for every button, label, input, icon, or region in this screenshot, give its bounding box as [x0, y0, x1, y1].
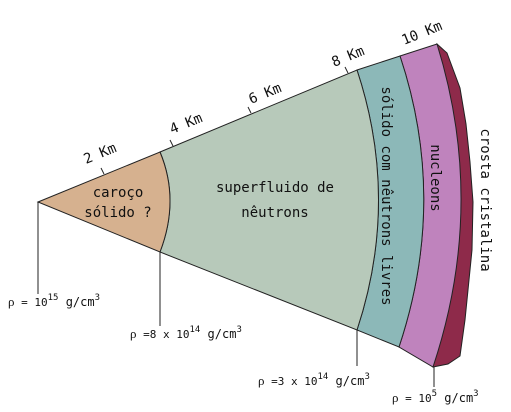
distance-label-4km: 4 Km: [168, 110, 205, 137]
superfluid-layer: [159, 69, 379, 331]
core-label-line2: sólido ?: [84, 205, 151, 221]
distance-label-2km: 2 Km: [82, 140, 119, 167]
density-label-surface: ρ = 105 g/cm3: [392, 389, 479, 405]
distance-label-8km: 8 Km: [330, 43, 367, 70]
core-layer: [36, 151, 171, 253]
nucleons-label: nucleons: [427, 144, 443, 211]
crust-label: crosta cristalina: [477, 128, 493, 271]
superfluid-label-line2: nêutrons: [241, 205, 308, 221]
solid-neutrons-label: sólido com nêutrons livres: [378, 86, 394, 305]
density-label-neutron-drip: ρ =3 x 1014 g/cm3: [258, 372, 370, 388]
density-label-core-boundary: ρ =8 x 1014 g/cm3: [130, 325, 242, 341]
density-label-core-center: ρ = 1015 g/cm3: [8, 293, 100, 309]
density-leader-lines: [37, 202, 435, 387]
superfluid-label-line1: superfluido de: [216, 180, 334, 196]
distance-ticks: [100, 66, 349, 175]
core-label-line1: caroço: [93, 185, 144, 201]
